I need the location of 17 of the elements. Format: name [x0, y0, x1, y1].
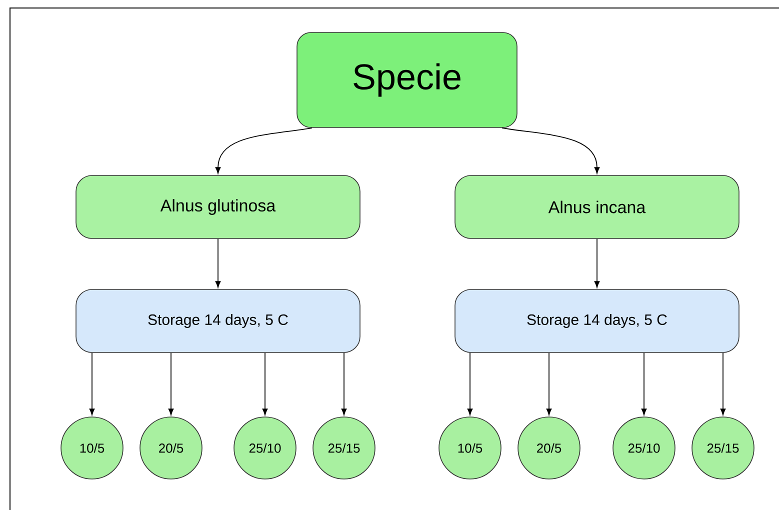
arrow	[89, 352, 95, 416]
arrow	[341, 352, 347, 416]
arrow	[467, 352, 473, 416]
arrow	[594, 238, 600, 288]
arrow	[546, 352, 552, 416]
arrow	[215, 127, 312, 174]
arrow	[641, 352, 647, 416]
arrow	[720, 352, 726, 416]
arrow	[168, 352, 174, 416]
root-box: Specie	[296, 32, 518, 128]
species-box: Alnus incana	[454, 175, 740, 239]
arrow	[215, 238, 221, 288]
arrow	[262, 352, 268, 416]
arrow	[502, 127, 600, 174]
species-box: Alnus glutinosa	[76, 175, 360, 239]
storage-box: Storage 14 days, 5 C	[76, 289, 360, 353]
storage-box: Storage 14 days, 5 C	[454, 289, 740, 353]
